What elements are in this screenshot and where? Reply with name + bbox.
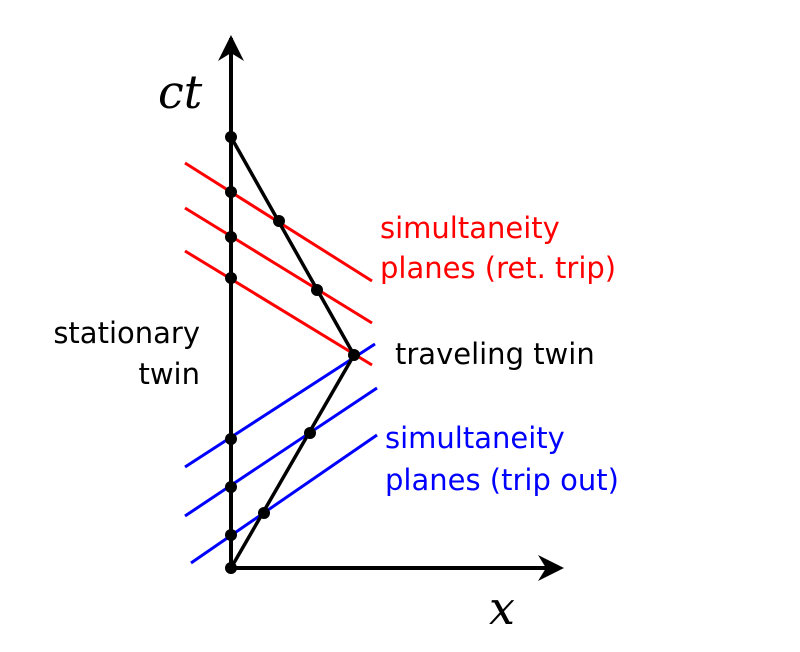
- turnaround-dot: [348, 349, 360, 361]
- return-plane-line: [184, 249, 373, 367]
- stationary-event-dot: [225, 529, 237, 541]
- out-plane-line: [184, 342, 376, 469]
- x-axis-arrow-icon: [538, 555, 564, 581]
- return-planes-label-line1: simultaneity: [380, 211, 560, 245]
- traveling-event-dot: [258, 507, 270, 519]
- out-plane-line: [184, 386, 378, 518]
- stationary-event-dot: [225, 231, 237, 243]
- out-simultaneity-planes: [184, 342, 378, 565]
- traveling-event-dot: [273, 215, 285, 227]
- traveling-twin-label: traveling twin: [395, 337, 595, 371]
- return-planes-label-line2: planes (ret. trip): [380, 251, 616, 285]
- return-plane-line: [184, 206, 373, 325]
- stationary-event-dot: [225, 186, 237, 198]
- out-plane-line: [190, 433, 378, 565]
- stationary-event-dot: [225, 272, 237, 284]
- ct-axis-label: ct: [158, 65, 203, 119]
- out-planes-label-line2: planes (trip out): [385, 463, 619, 497]
- event-dots: [225, 131, 360, 574]
- traveling-event-dot: [311, 284, 323, 296]
- stationary-event-dot: [225, 433, 237, 445]
- x-axis-label: x: [489, 581, 515, 635]
- stationary-twin-label-line2: twin: [138, 357, 200, 391]
- stationary-twin-label-line1: stationary: [53, 316, 200, 350]
- ct-axis-arrow-icon: [218, 35, 244, 61]
- stationary-event-dot: [225, 131, 237, 143]
- origin-dot: [225, 562, 237, 574]
- stationary-event-dot: [225, 481, 237, 493]
- traveling-twin-worldline: [229, 136, 357, 569]
- out-planes-label-line1: simultaneity: [385, 421, 565, 455]
- traveling-event-dot: [304, 427, 316, 439]
